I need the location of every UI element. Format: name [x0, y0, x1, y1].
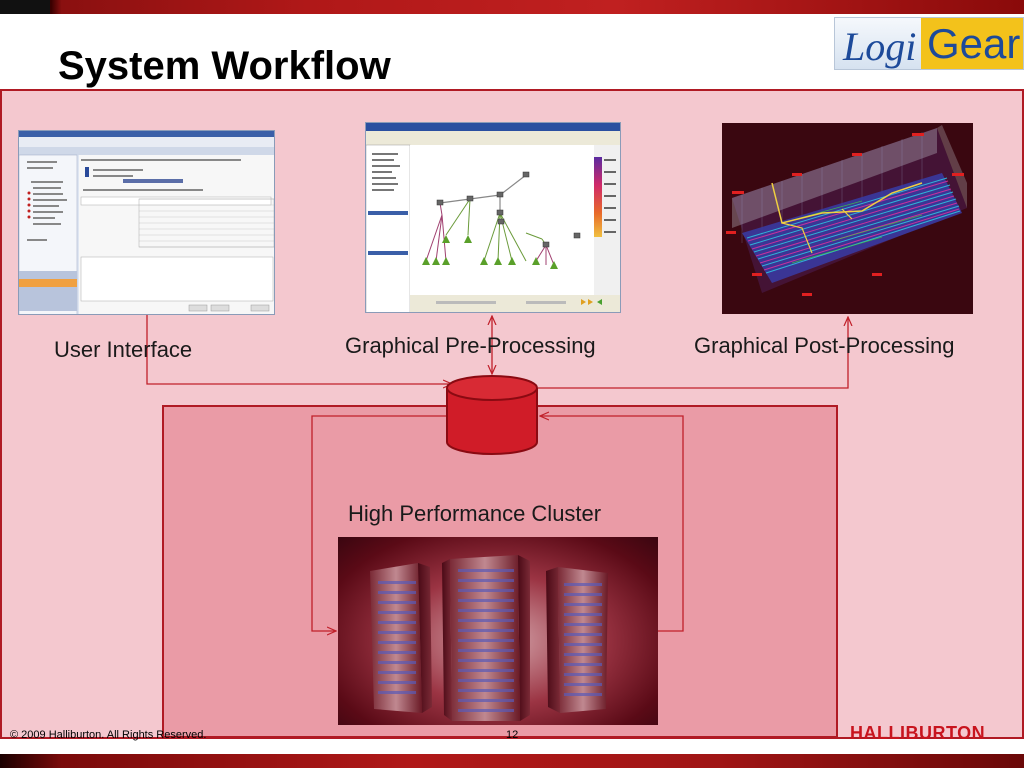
logo-yellow-block: [921, 18, 1023, 69]
server-racks-illustration: [370, 555, 608, 721]
logo-text-logi: Logi: [843, 24, 917, 69]
post-processing-screenshot-image: [722, 123, 973, 314]
post-processing-screenshot: [722, 123, 973, 314]
top-bar-dark-block: [0, 0, 50, 14]
user-interface-label: User Interface: [54, 337, 193, 362]
slide-title: System Workflow: [58, 44, 391, 88]
pre-processing-screenshot-image: [366, 123, 620, 312]
logigear-logo: Logi Gear: [834, 17, 1024, 70]
top-bar: [0, 0, 1024, 14]
bottom-bar: [0, 754, 1024, 768]
logo-text-gear: Gear: [927, 20, 1021, 67]
page-number: 12: [506, 729, 519, 741]
copyright-notice: © 2009 Halliburton. All Rights Reserved.: [10, 729, 207, 741]
post-processing-label: Graphical Post-Processing: [694, 333, 955, 358]
pre-processing-label: Graphical Pre-Processing: [345, 333, 596, 358]
ui-to-database-arrow: [146, 315, 452, 384]
halliburton-logo: HALLIBURTON: [850, 723, 986, 743]
user-interface-screenshot-image: [19, 131, 274, 314]
database-to-post-processing-arrow: [538, 317, 848, 389]
cluster-label: High Performance Cluster: [348, 501, 602, 526]
database-to-cluster-loop-arrow: [311, 416, 684, 631]
server-cluster-image: [338, 537, 658, 725]
pre-processing-screenshot: [365, 122, 621, 313]
user-interface-screenshot: [18, 130, 275, 315]
database-cylinder: [446, 375, 538, 455]
